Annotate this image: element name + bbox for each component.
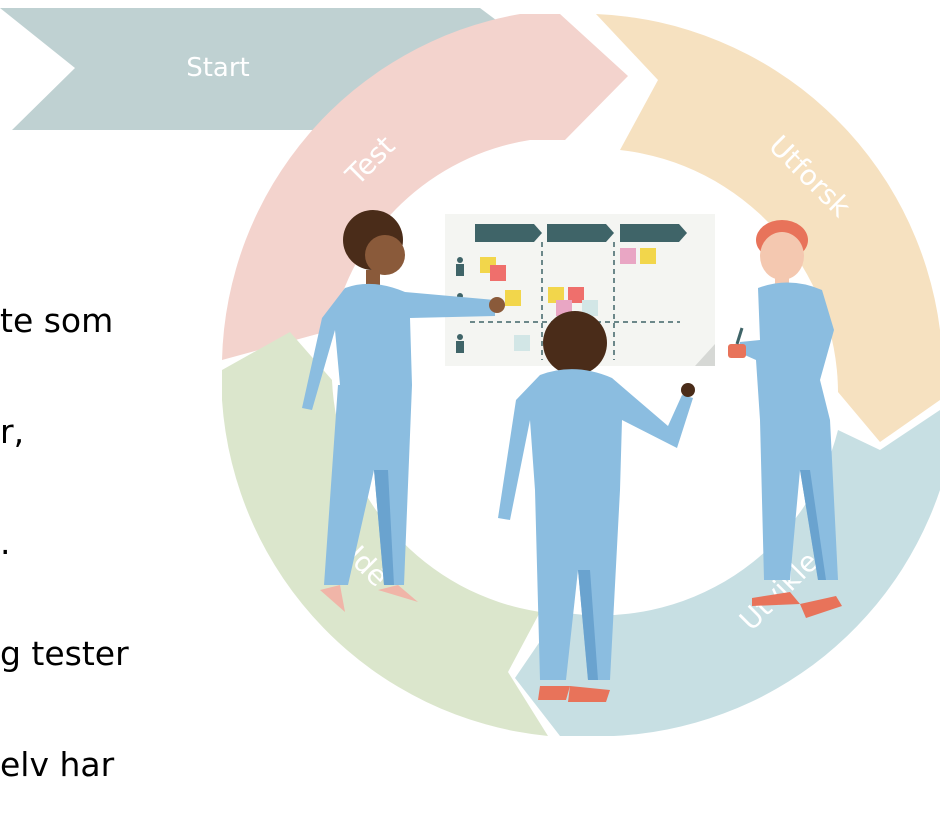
sticky-notes	[480, 248, 656, 351]
text-line: elv har	[0, 745, 115, 784]
stage-test-arrow	[222, 14, 628, 360]
stage-utforsk-arrow	[596, 14, 940, 442]
board-header-2	[547, 224, 614, 242]
text-line: .	[0, 523, 11, 562]
person-left	[302, 210, 505, 612]
text-line: g tester	[0, 634, 129, 673]
person-right	[728, 220, 842, 618]
board-header-1	[475, 224, 542, 242]
stage-utvikle-arrow	[515, 410, 940, 736]
start-label: Start	[186, 53, 250, 83]
text-line: te som	[0, 301, 114, 340]
text-line: r,	[0, 412, 25, 451]
body-text: te som r, . g tester elv har	[0, 228, 129, 820]
board-header-3	[620, 224, 687, 242]
process-cycle-illustration: Start Test Utforsk Utvikle Idé	[0, 8, 940, 736]
person-center	[498, 311, 695, 702]
